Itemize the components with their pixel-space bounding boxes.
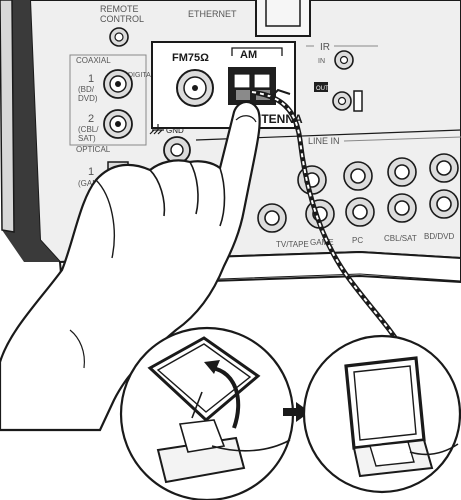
- panel-text-label: SAT): [78, 134, 96, 143]
- remote-label-2: CONTROL: [100, 14, 144, 24]
- antenna-section: FM75Ω AM ANTENNA: [152, 42, 303, 128]
- ir-label: IR: [320, 42, 330, 53]
- panel-text-label: PC: [352, 236, 363, 245]
- line-in-label: LINE IN: [308, 136, 340, 146]
- coaxial-label: COAXIAL: [76, 56, 111, 65]
- panel-text-label: DVD): [78, 94, 98, 103]
- panel-text-label: OUT: [316, 86, 329, 92]
- optical-label: OPTICAL: [76, 145, 111, 154]
- am-label: AM: [240, 49, 257, 61]
- fm-label: FM75Ω: [172, 52, 209, 64]
- remote-label: REMOTE: [100, 4, 139, 14]
- panel-text-label: 1: [88, 166, 94, 178]
- inset-unfold-antenna: [121, 328, 293, 500]
- panel-text-label: (BD/: [78, 85, 95, 94]
- inset-assembled-antenna: [304, 336, 460, 492]
- panel-text-label: IN: [318, 58, 325, 65]
- panel-text-label: 1: [88, 73, 94, 85]
- panel-text-label: 2: [88, 113, 94, 125]
- panel-text-label: (CBL/: [78, 125, 99, 134]
- panel-text-label: TV/TAPE: [276, 240, 309, 249]
- gnd-label: GND: [166, 126, 184, 135]
- panel-text-label: BD/DVD: [424, 232, 454, 241]
- ethernet-label: ETHERNET: [188, 9, 237, 19]
- panel-text-label: CBL/SAT: [384, 234, 417, 243]
